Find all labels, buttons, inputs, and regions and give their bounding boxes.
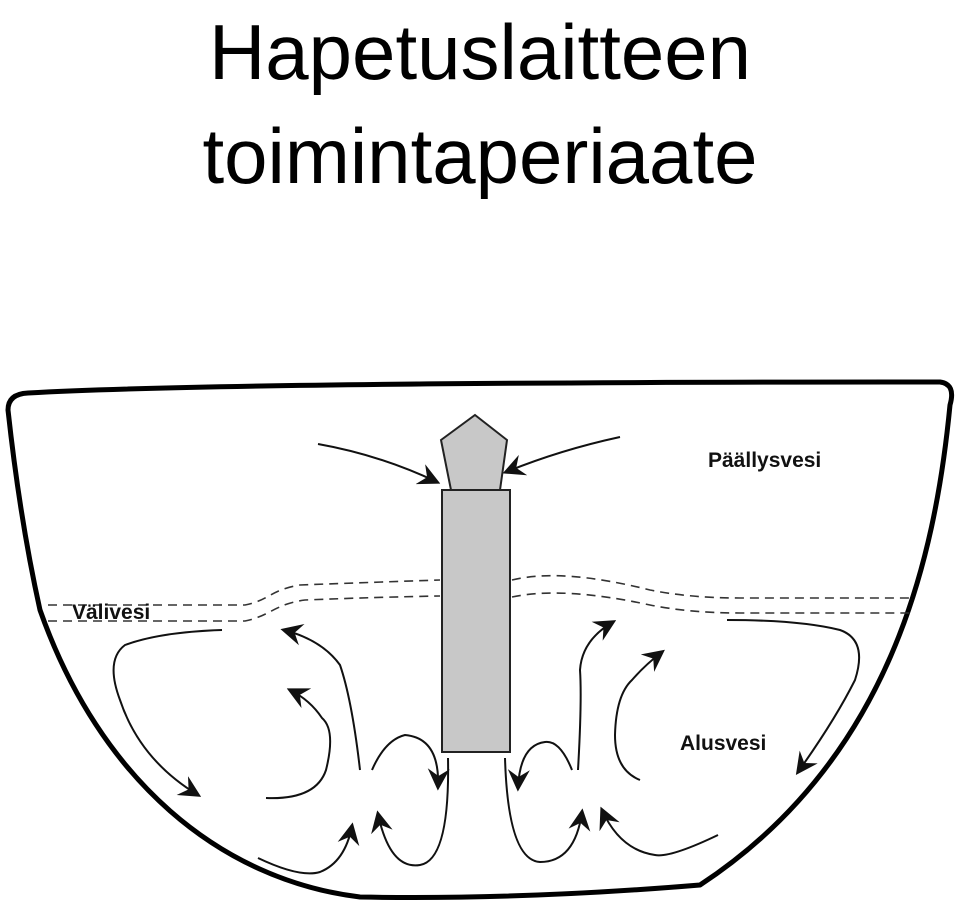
label-surface-water: Päällysvesi bbox=[708, 449, 821, 472]
diagram-title: Hapetuslaitteen toimintaperiaate bbox=[0, 0, 960, 208]
right-circulation-arrows bbox=[504, 619, 861, 864]
title-line-1: Hapetuslaitteen bbox=[208, 8, 752, 96]
middle-water-boundary bbox=[48, 574, 915, 622]
label-middle-water: Välivesi bbox=[72, 601, 150, 624]
intake-flow-arrows bbox=[317, 436, 621, 485]
left-circulation-arrows bbox=[112, 624, 450, 875]
aerator-column bbox=[441, 489, 511, 753]
label-bottom-water: Alusvesi bbox=[680, 732, 766, 755]
title-line-2: toimintaperiaate bbox=[202, 112, 758, 200]
aerator-device bbox=[439, 413, 511, 753]
